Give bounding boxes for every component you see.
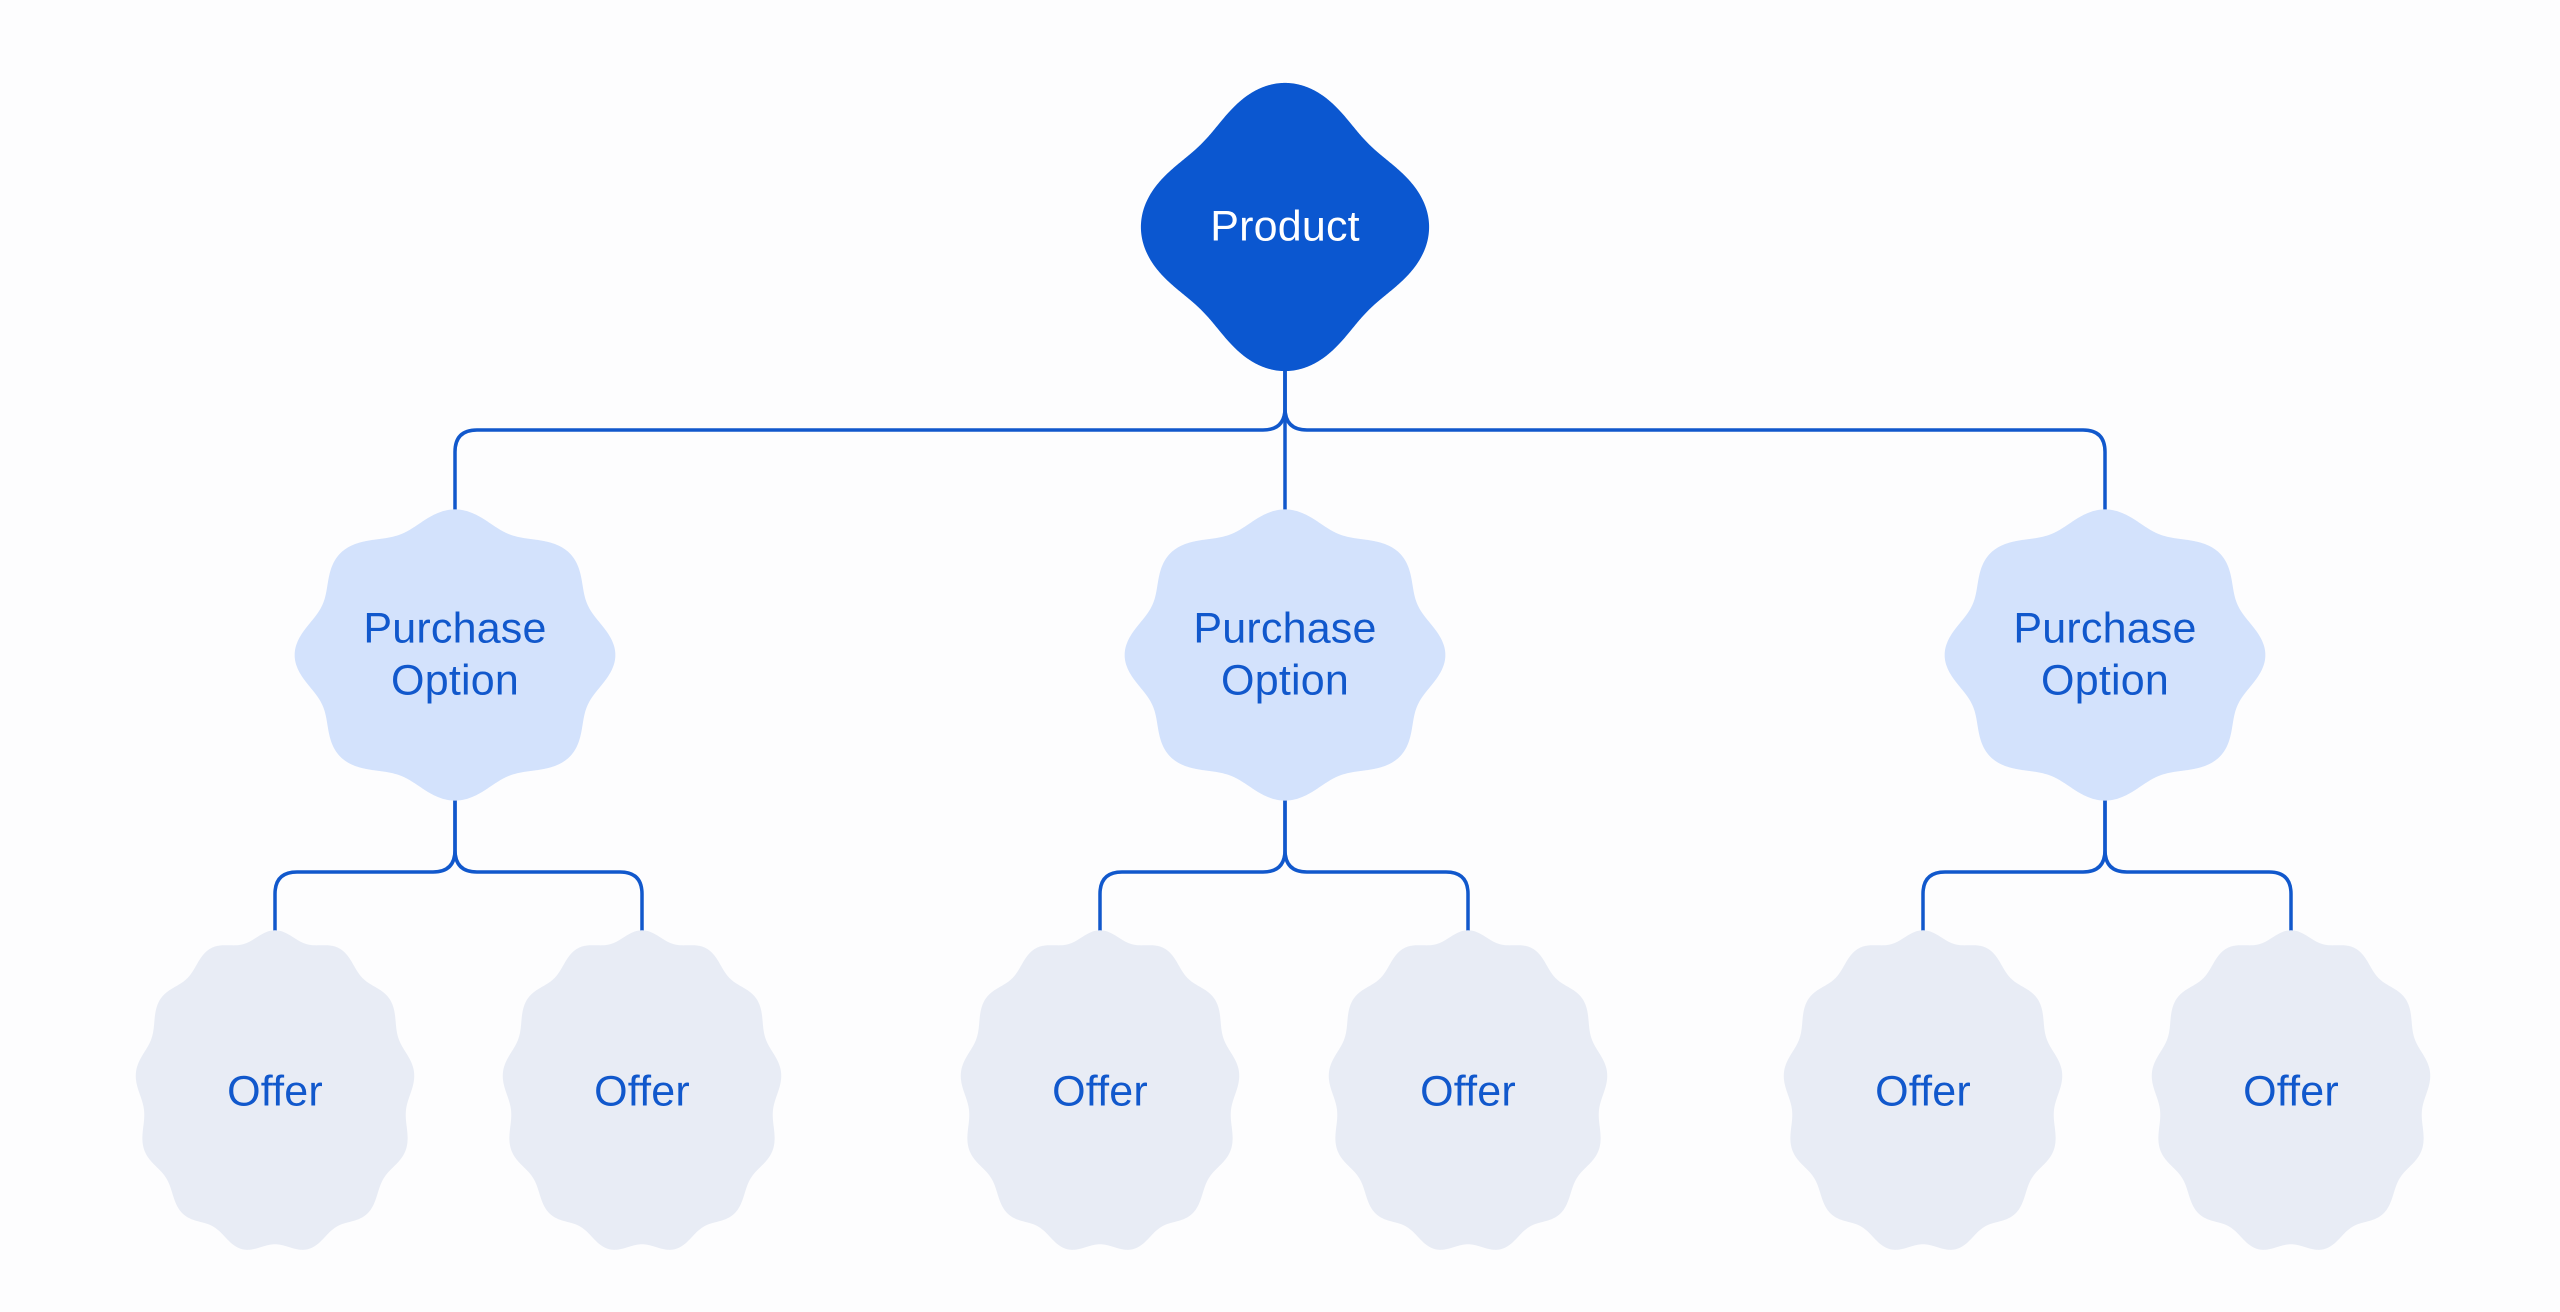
node-shape-offer-3-2[interactable] <box>2151 930 2431 1250</box>
connector-purchase-option-1-to-offer-1-1 <box>273 788 457 952</box>
connector-purchase-option-1-to-offer-1-2 <box>453 788 644 952</box>
node-shape-offer-1-2[interactable] <box>502 930 782 1250</box>
node-shape-offer-3-1[interactable] <box>1783 930 2063 1250</box>
node-shape-purchase-option-3[interactable] <box>1944 509 2266 801</box>
connector-product-to-purchase-option-3 <box>1283 354 2107 527</box>
node-shape-offer-2-1[interactable] <box>960 930 1240 1250</box>
connector-purchase-option-2-to-offer-2-1 <box>1098 788 1287 952</box>
node-shape-purchase-option-1[interactable] <box>294 509 616 801</box>
node-shape-offer-2-2[interactable] <box>1328 930 1608 1250</box>
connector-purchase-option-3-to-offer-3-2 <box>2103 788 2293 952</box>
connector-purchase-option-3-to-offer-3-1 <box>1921 788 2107 952</box>
edges-layer <box>273 354 2293 952</box>
node-shape-offer-1-1[interactable] <box>135 930 415 1250</box>
connector-purchase-option-2-to-offer-2-2 <box>1283 788 1470 952</box>
nodes-layer <box>135 82 2431 1250</box>
node-shape-product[interactable] <box>1140 82 1430 372</box>
node-shape-purchase-option-2[interactable] <box>1124 509 1446 801</box>
connector-product-to-purchase-option-1 <box>453 354 1287 527</box>
